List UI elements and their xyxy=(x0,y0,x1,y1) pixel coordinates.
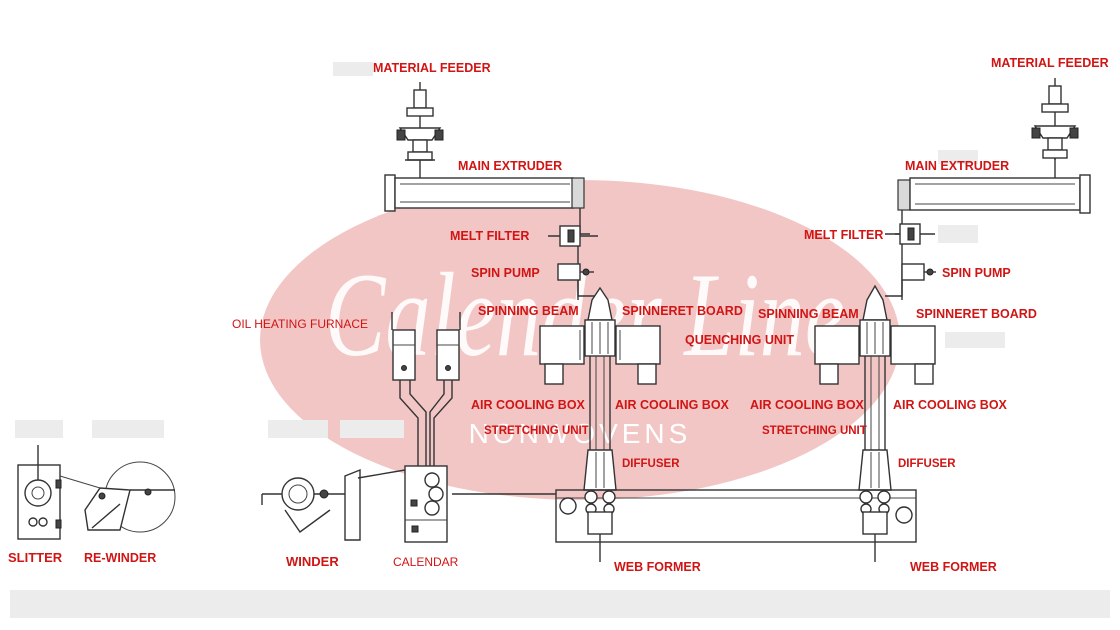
label-calendar: CALENDAR xyxy=(393,555,459,569)
blur-block xyxy=(945,332,1005,348)
calendar-drawing xyxy=(404,465,448,543)
blur-block xyxy=(333,62,373,76)
right-spinning-line xyxy=(814,78,1091,491)
blur-block xyxy=(268,420,328,438)
label-main-extruder-left: MAIN EXTRUDER xyxy=(458,159,562,173)
blur-block xyxy=(938,150,978,164)
labels: MATERIAL FEEDER MATERIAL FEEDER MAIN EXT… xyxy=(8,56,1109,574)
label-spinneret-board-left: SPINNERET BOARD xyxy=(622,304,743,318)
label-spinning-beam-right: SPINNING BEAM xyxy=(758,307,859,321)
label-stretching-unit-left: STRETCHING UNIT xyxy=(484,425,589,437)
label-slitter: SLITTER xyxy=(8,550,63,565)
melt-filter-left-drawing xyxy=(548,225,598,300)
web-former-conveyor xyxy=(452,489,917,562)
label-air-cooling-box-4: AIR COOLING BOX xyxy=(893,398,1008,412)
label-spinneret-board-right: SPINNERET BOARD xyxy=(916,307,1037,321)
label-diffuser-left: DIFFUSER xyxy=(622,458,680,470)
label-main-extruder-right: MAIN EXTRUDER xyxy=(905,159,1009,173)
main-extruder-left-drawing xyxy=(384,159,590,235)
main-extruder-right-drawing xyxy=(895,158,1091,235)
label-stretching-unit-right: STRETCHING UNIT xyxy=(762,425,867,437)
diffuser-left-drawing xyxy=(583,449,617,491)
label-web-former-right: WEB FORMER xyxy=(910,560,997,574)
label-material-feeder-right: MATERIAL FEEDER xyxy=(991,56,1109,70)
label-diffuser-right: DIFFUSER xyxy=(898,458,956,470)
label-spin-pump-left: SPIN PUMP xyxy=(471,266,540,280)
label-melt-filter-right: MELT FILTER xyxy=(804,228,883,242)
spinning-beam-right-drawing xyxy=(859,284,891,357)
spinning-beam-left-drawing xyxy=(584,286,616,357)
diffuser-right-drawing xyxy=(858,449,892,491)
label-air-cooling-box-2: AIR COOLING BOX xyxy=(615,398,730,412)
label-oil-heating-furnace: OIL HEATING FURNACE xyxy=(232,317,368,331)
spin-pump-left-drawing xyxy=(557,263,598,297)
blur-block xyxy=(15,420,63,438)
stretching-channel-right xyxy=(864,356,886,450)
material-feeder-right-drawing xyxy=(1031,78,1079,160)
label-spin-pump-right: SPIN PUMP xyxy=(942,266,1011,280)
watermark-registered: ® xyxy=(798,209,810,226)
rewinder-drawing xyxy=(59,461,176,533)
blurred-areas xyxy=(10,62,1110,618)
label-web-former-left: WEB FORMER xyxy=(614,560,701,574)
label-air-cooling-box-3: AIR COOLING BOX xyxy=(750,398,865,412)
material-feeder-left-drawing xyxy=(396,82,444,161)
spin-pump-right-drawing xyxy=(885,263,936,297)
winder-drawing xyxy=(261,468,406,541)
label-spinning-beam-left: SPINNING BEAM xyxy=(478,304,579,318)
label-material-feeder-left: MATERIAL FEEDER xyxy=(373,61,491,75)
stretching-channel-left xyxy=(589,356,611,450)
label-air-cooling-box-1: AIR COOLING BOX xyxy=(471,398,586,412)
label-quenching-unit: QUENCHING UNIT xyxy=(685,333,794,347)
watermark-sub: NONWOVENS xyxy=(469,418,692,449)
blur-block xyxy=(340,420,404,438)
blur-block xyxy=(92,420,164,438)
slitter-drawing xyxy=(17,445,62,540)
oil-heating-furnace-drawing xyxy=(391,312,461,466)
label-re-winder: RE-WINDER xyxy=(84,551,156,565)
blur-footer xyxy=(10,590,1110,618)
quench-boxes-right xyxy=(814,325,936,385)
label-melt-filter-left: MELT FILTER xyxy=(450,229,529,243)
melt-filter-right-drawing xyxy=(885,223,935,300)
quench-boxes-left xyxy=(539,325,661,385)
label-winder: WINDER xyxy=(286,554,339,569)
blur-block xyxy=(938,225,978,243)
left-spinning-line xyxy=(384,82,661,491)
